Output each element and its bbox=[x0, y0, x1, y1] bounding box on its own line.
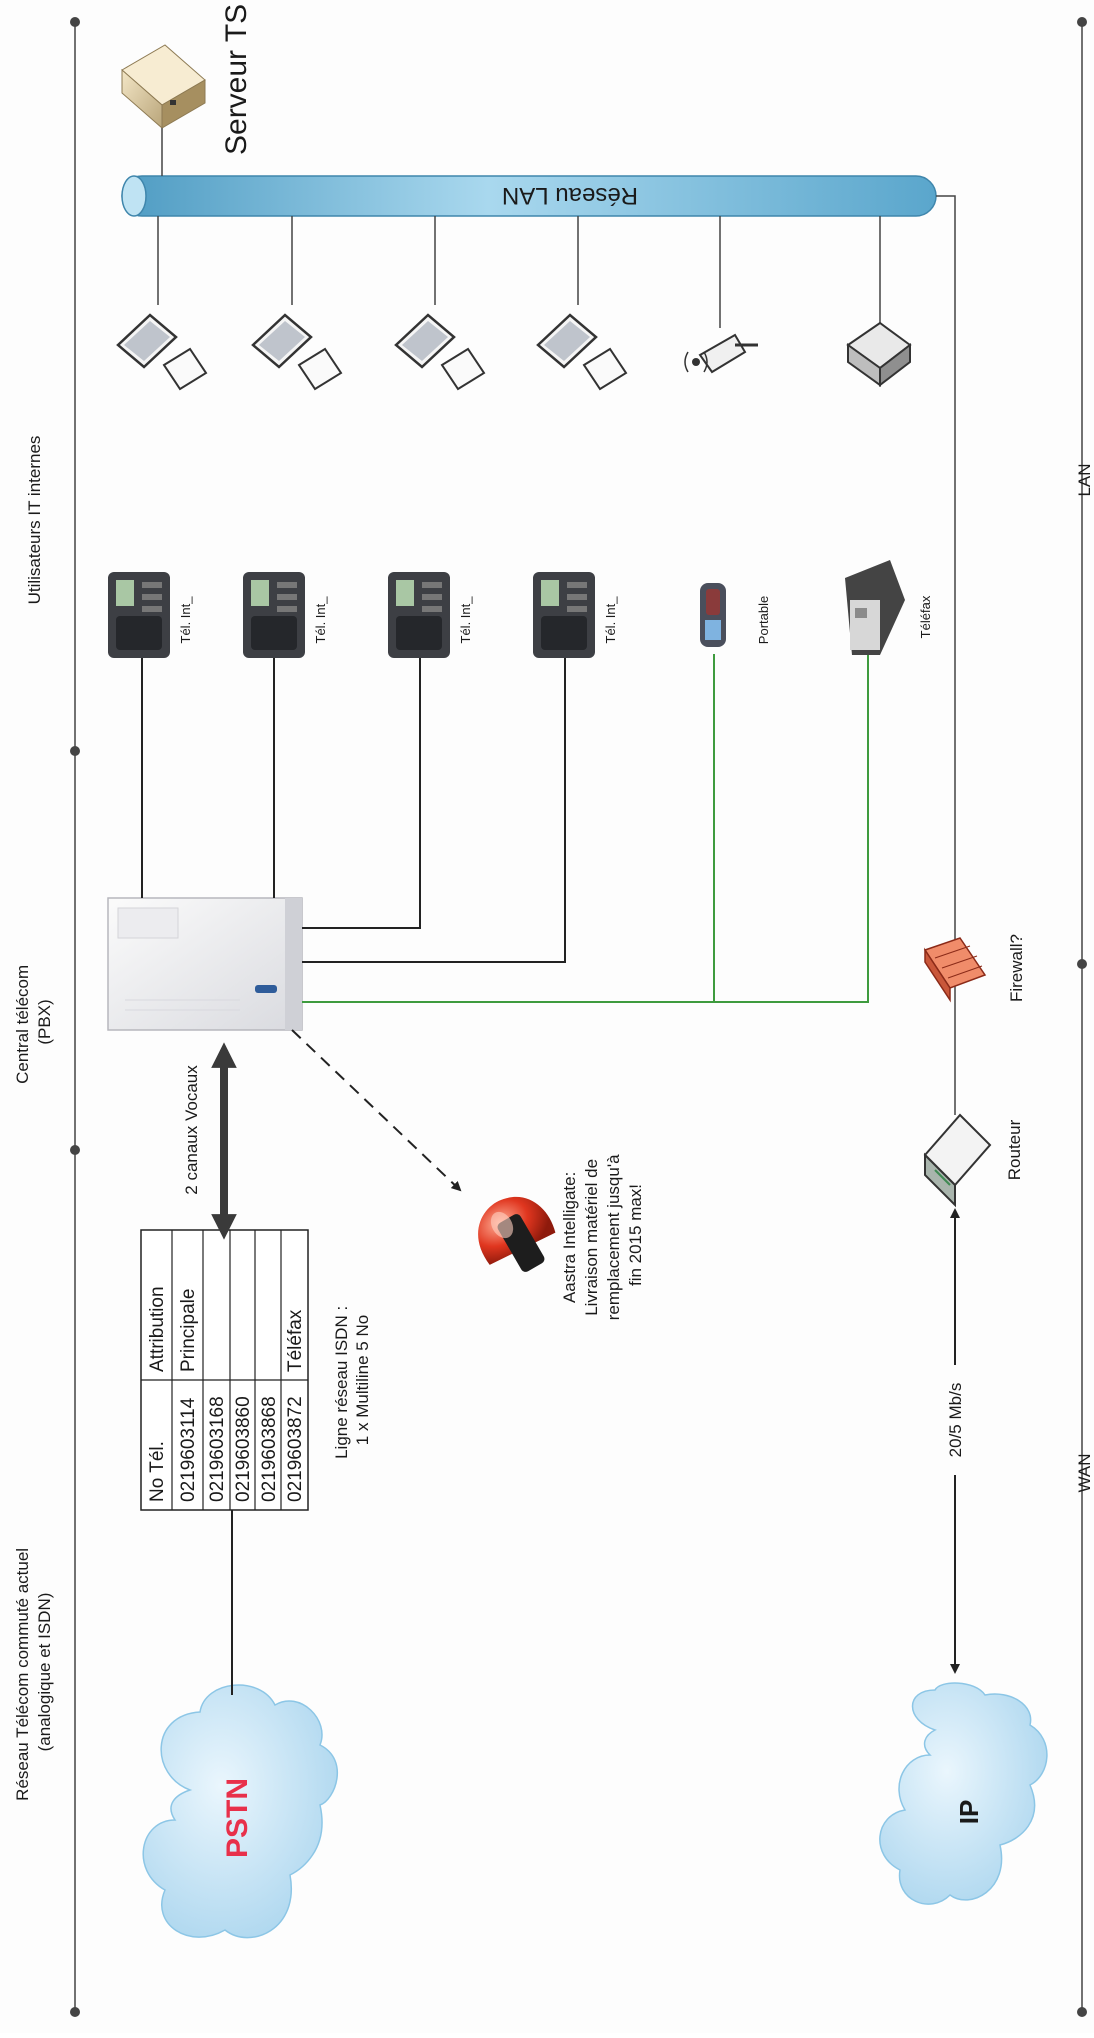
desk-phone-icon bbox=[388, 572, 450, 658]
axis-dot bbox=[1077, 2007, 1087, 2017]
workstation-icon bbox=[251, 313, 343, 391]
table-cell: 0219603114 bbox=[178, 1397, 199, 1502]
ip-label: IP bbox=[954, 1800, 984, 1825]
router-label: Routeur bbox=[1005, 1119, 1024, 1180]
lan-label: LAN bbox=[1075, 463, 1094, 496]
router-icon bbox=[923, 1113, 992, 1208]
phone-label-2: Tél. Int_ bbox=[313, 596, 328, 644]
wan-label: WAN bbox=[1075, 1453, 1094, 1492]
alarm-beacon-icon bbox=[478, 1197, 556, 1272]
bandwidth-label: 20/5 Mb/s bbox=[946, 1383, 965, 1458]
axis-dot bbox=[70, 746, 80, 756]
server-icon bbox=[121, 44, 206, 130]
lan-bus-label: Réseau LAN bbox=[502, 182, 638, 209]
desk-phone-icon bbox=[108, 572, 170, 658]
alert-text: Aastra Intelligate: Livraison matériel d… bbox=[560, 1150, 645, 1321]
pbx-to-phone-3-link bbox=[302, 658, 421, 929]
lan-to-firewall-link bbox=[936, 195, 956, 1003]
table-cell: Principale bbox=[178, 1289, 199, 1372]
pbx-logo-icon bbox=[255, 985, 277, 993]
firewall-icon bbox=[923, 937, 987, 1003]
phone-label-4: Tél. Int_ bbox=[603, 596, 618, 644]
axis-dot bbox=[70, 1145, 80, 1155]
pbx-zone-label: Central télécom (PBX) bbox=[13, 960, 54, 1084]
table-header-number: No Tél. bbox=[147, 1441, 168, 1502]
pstn-label: PSTN bbox=[221, 1778, 254, 1858]
telefax-label: Téléfax bbox=[918, 595, 933, 638]
pbx-to-portable-link bbox=[302, 654, 715, 1003]
pbx-unit bbox=[107, 897, 303, 1031]
phone-label-1: Tél. Int_ bbox=[178, 596, 193, 644]
voice-channels-label: 2 canaux Vocaux bbox=[182, 1065, 201, 1195]
portable-label: Portable bbox=[756, 596, 771, 644]
axis-dot bbox=[70, 17, 80, 27]
telefax-icon bbox=[845, 560, 905, 655]
ip-cloud: IP bbox=[879, 1682, 1048, 1905]
it-zone-label: Utilisateurs IT internes bbox=[25, 436, 44, 605]
table-cell: Téléfax bbox=[285, 1309, 306, 1372]
phone-label-3: Tél. Int_ bbox=[458, 596, 473, 644]
table-header-attribution: Attribution bbox=[147, 1286, 168, 1372]
workstation-icon bbox=[394, 313, 486, 391]
isdn-label: Ligne réseau ISDN : 1 x Multiline 5 No bbox=[332, 1301, 372, 1459]
server-label: Serveur TS bbox=[220, 4, 253, 155]
workstation-icon bbox=[536, 313, 628, 391]
pstn-cloud: PSTN bbox=[142, 1684, 339, 1939]
firewall-label: Firewall? bbox=[1007, 934, 1026, 1002]
table-cell: 0219603860 bbox=[233, 1396, 254, 1502]
lan-bus: Réseau LAN bbox=[121, 175, 937, 217]
pstn-zone-label: Réseau Télécom commuté actuel (analogiqu… bbox=[13, 1543, 54, 1801]
desk-phone-icon bbox=[243, 572, 305, 658]
table-cell: 0219603872 bbox=[285, 1396, 306, 1502]
axis-dot bbox=[70, 2007, 80, 2017]
numbers-table: No Tél. Attribution 0219603114 Principal… bbox=[140, 1229, 309, 1511]
axis-dot bbox=[1077, 17, 1087, 27]
table-cell: 0219603168 bbox=[207, 1396, 228, 1502]
pbx-to-telefax-link bbox=[714, 650, 869, 1003]
printer-icon bbox=[846, 321, 912, 388]
table-cell: 0219603868 bbox=[259, 1396, 280, 1502]
wifi-access-point-icon bbox=[684, 333, 758, 374]
axis-dot bbox=[1077, 959, 1087, 969]
workstation-icon bbox=[116, 313, 208, 391]
pbx-to-alert-dashed-arrow bbox=[291, 1029, 462, 1192]
desk-phone-icon bbox=[533, 572, 595, 658]
pbx-to-phone-4-link bbox=[302, 658, 566, 963]
portable-phone-icon bbox=[700, 583, 726, 647]
